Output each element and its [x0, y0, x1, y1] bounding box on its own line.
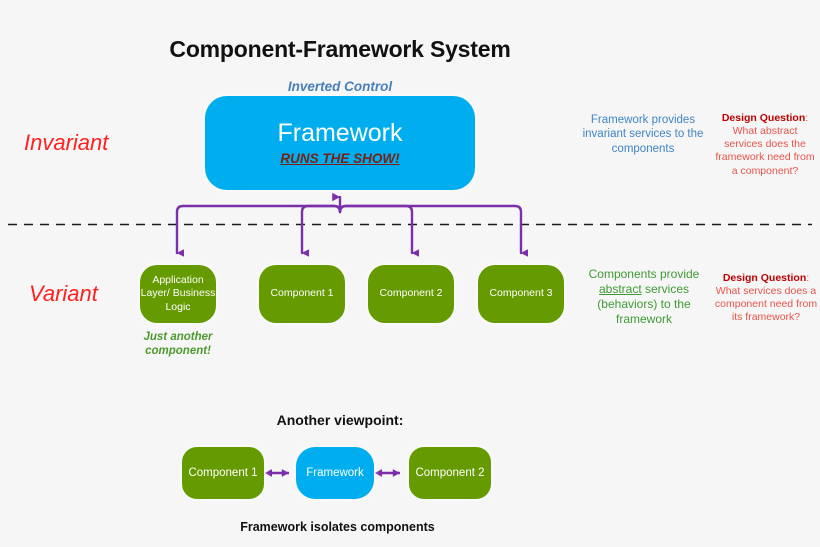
invariant-label: Invariant — [24, 130, 109, 155]
arrow-to-component-1 — [300, 204, 342, 257]
arrow-to-component-3 — [338, 204, 528, 257]
viewpoint-node-component-1[interactable]: Component 1 — [182, 447, 264, 499]
variant-label: Variant — [29, 281, 98, 306]
node-application-layer[interactable]: Application Layer/ Business Logic — [140, 265, 216, 323]
viewpoint-caption: Framework isolates components — [240, 520, 435, 534]
viewpoint-node-framework[interactable]: Framework — [296, 447, 374, 499]
framework-node-title: Framework — [277, 118, 403, 147]
node-component-1[interactable]: Component 1 — [259, 265, 345, 323]
node-label: Component 2 — [415, 467, 485, 479]
page-title: Component-Framework System — [169, 36, 511, 62]
design-question-bottom: Design Question: What services does a co… — [714, 272, 818, 325]
node-component-2[interactable]: Component 2 — [368, 265, 454, 323]
application-layer-caption: Just another component! — [143, 331, 213, 358]
node-label: Component 1 — [188, 467, 258, 479]
annotation-suffix: services (behaviors) to the framework — [597, 282, 691, 326]
node-label: Component 1 — [270, 287, 334, 300]
node-component-3[interactable]: Component 3 — [478, 265, 564, 323]
design-question-heading: Design Question — [722, 272, 807, 284]
annotation-prefix: Components provide — [588, 267, 700, 281]
design-question-heading: Design Question — [721, 112, 806, 124]
another-viewpoint-heading: Another viewpoint: — [276, 412, 404, 428]
inverted-control-label: Inverted Control — [287, 79, 393, 94]
node-label: Component 2 — [379, 287, 443, 300]
node-label: Application Layer/ Business Logic — [140, 274, 216, 313]
design-question-body: What abstract services does the framewor… — [715, 125, 815, 177]
design-question-colon: : — [805, 112, 809, 124]
framework-node[interactable]: Framework RUNS THE SHOW! — [205, 96, 475, 190]
design-question-top: Design Question: What abstract services … — [712, 112, 818, 178]
viewpoint-node-component-2[interactable]: Component 2 — [409, 447, 491, 499]
arrow-to-application-layer — [175, 204, 342, 257]
framework-services-annotation: Framework provides invariant services to… — [582, 114, 704, 155]
annotation-emphasis: abstract — [598, 282, 642, 296]
arrow-to-component-2 — [338, 204, 419, 257]
framework-node-subtitle: RUNS THE SHOW! — [280, 151, 400, 167]
node-label: Component 3 — [489, 287, 553, 300]
design-question-body: What services does a component need from… — [714, 285, 818, 324]
design-question-colon: : — [806, 272, 810, 284]
components-services-annotation: Components provide abstract services (be… — [574, 267, 714, 327]
node-label: Framework — [306, 467, 364, 479]
